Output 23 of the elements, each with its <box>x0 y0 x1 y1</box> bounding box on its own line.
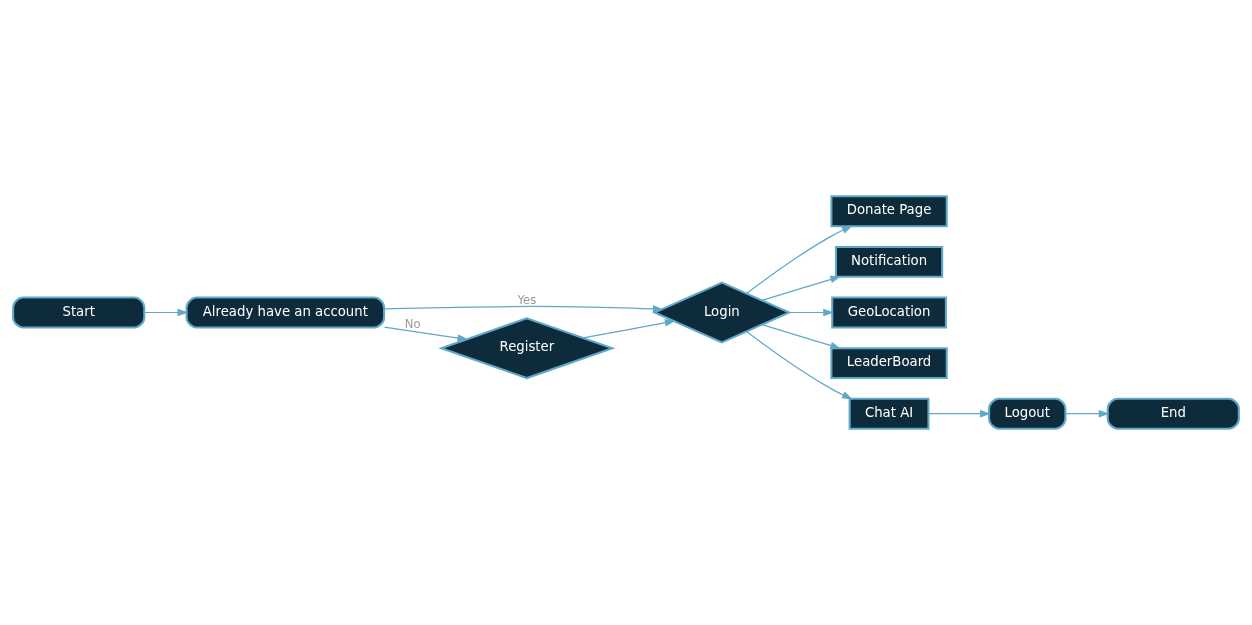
arrow <box>582 319 676 339</box>
edge-label: Yes <box>517 292 537 307</box>
node-box: Logout <box>988 397 1067 430</box>
node-box: Donate Page <box>830 195 948 228</box>
node-box: LeaderBoard <box>830 347 948 380</box>
node-box: Notification <box>834 245 944 278</box>
node-box: Start <box>12 296 146 329</box>
node-box: End <box>1106 397 1240 430</box>
arrow <box>1065 409 1110 418</box>
node-box: Already have an account <box>185 296 386 329</box>
arrow <box>143 308 189 317</box>
arrow <box>745 330 853 400</box>
arrow <box>383 305 664 313</box>
arrow <box>761 323 842 350</box>
node-box: Chat AI <box>848 397 930 430</box>
arrow <box>383 326 469 342</box>
arrow <box>745 225 853 295</box>
edge-label: No <box>404 316 421 331</box>
node-diamond: Register <box>438 317 616 380</box>
arrow <box>928 409 991 418</box>
node-box: GeoLocation <box>831 296 947 329</box>
arrow <box>761 275 842 302</box>
arrow <box>788 308 834 317</box>
